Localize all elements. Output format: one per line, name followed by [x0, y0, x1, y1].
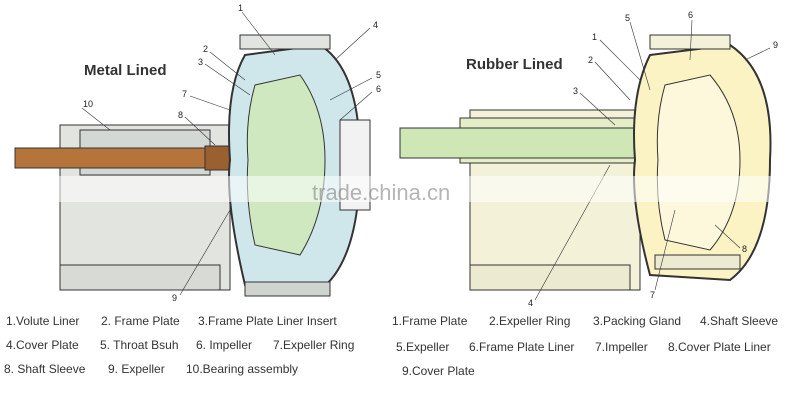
legend-item: 9. Expeller — [108, 362, 165, 376]
legend-item: 1.Frame Plate — [392, 314, 468, 328]
callout-9: 9 — [773, 40, 778, 50]
callout-1: 1 — [592, 32, 597, 42]
callout-3: 3 — [198, 57, 203, 67]
watermark: trade.china.cn — [312, 180, 451, 205]
left-callouts: 1 2 3 4 5 6 7 8 9 10 — [81, 3, 381, 303]
legend-item: 6. Impeller — [196, 338, 253, 352]
callout-4: 4 — [373, 20, 378, 30]
legend-item: 8.Cover Plate Liner — [668, 340, 771, 354]
legend-item: 3.Packing Gland — [593, 314, 682, 328]
legend-item: 7.Impeller — [595, 340, 648, 354]
legend-item: 6.Frame Plate Liner — [469, 340, 575, 354]
bolt-row — [244, 281, 331, 297]
legend-item: 9.Cover Plate — [402, 364, 475, 378]
legend-item: 2.Expeller Ring — [489, 314, 571, 328]
legend-item: 10.Bearing assembly — [186, 362, 299, 376]
legend-item: 2. Frame Plate — [101, 314, 180, 328]
rubber-lined-pump — [399, 34, 772, 291]
callout-9: 9 — [172, 293, 177, 303]
callout-6: 6 — [376, 84, 381, 94]
callout-1: 1 — [238, 3, 243, 13]
legend-item: 1.Volute Liner — [6, 314, 80, 328]
legend-item: 5. Throat Bsuh — [100, 338, 179, 352]
callout-3: 3 — [573, 86, 578, 96]
base — [469, 264, 631, 291]
discharge-flange — [239, 34, 331, 50]
discharge-flange — [649, 34, 731, 50]
callout-8: 8 — [742, 244, 747, 254]
legend-item: 7.Expeller Ring — [273, 338, 355, 352]
legend-item: 4.Cover Plate — [6, 338, 79, 352]
callout-8: 8 — [178, 110, 183, 120]
callout-10: 10 — [83, 99, 93, 109]
watermark-band — [0, 176, 800, 202]
callout-7: 7 — [182, 89, 187, 99]
legend-item: 5.Expeller — [396, 340, 450, 354]
callout-4: 4 — [528, 298, 533, 308]
callout-7: 7 — [650, 290, 655, 300]
callout-2: 2 — [203, 44, 208, 54]
impeller — [656, 74, 741, 251]
callout-5: 5 — [376, 70, 381, 80]
bolt-row — [654, 254, 741, 270]
legend-item: 3.Frame Plate Liner Insert — [198, 314, 337, 328]
base — [59, 264, 221, 291]
legend-item: 4.Shaft Sleeve — [700, 314, 779, 328]
metal-lined-title: Metal Lined — [84, 62, 167, 79]
metal-lined-pump — [14, 34, 371, 297]
callout-5: 5 — [625, 13, 630, 23]
callout-6: 6 — [688, 10, 693, 20]
rubber-lined-title: Rubber Lined — [466, 56, 563, 73]
impeller — [246, 74, 326, 256]
legend-item: 8. Shaft Sleeve — [4, 362, 86, 376]
callout-2: 2 — [588, 55, 593, 65]
